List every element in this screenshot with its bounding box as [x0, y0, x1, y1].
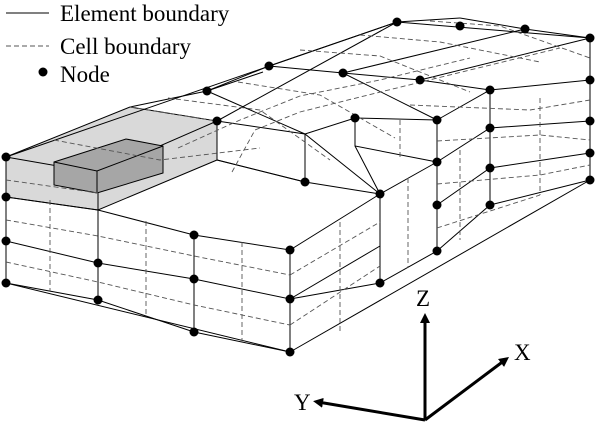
x-axis-label: X [514, 340, 531, 365]
legend-node-dot [38, 67, 48, 77]
legend: Element boundary Cell boundary Node [6, 1, 230, 87]
z-axis-label: Z [416, 286, 430, 311]
y-axis-arrow [313, 397, 426, 422]
legend-element-boundary-label: Element boundary [60, 1, 230, 26]
legend-node-label: Node [60, 62, 110, 87]
x-axis-arrow [424, 357, 509, 422]
y-axis-label: Y [294, 390, 311, 415]
axes: Z X Y [294, 286, 531, 422]
legend-cell-boundary-label: Cell boundary [60, 34, 191, 59]
nodes [1, 17, 595, 357]
cell-boundaries [5, 20, 591, 342]
dark-gray-block [53, 138, 164, 194]
